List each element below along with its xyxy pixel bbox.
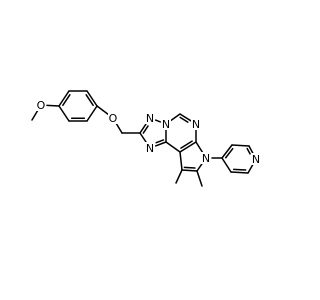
atom-label-bg-t_n3: [145, 142, 155, 154]
atom-label-bg-t_n2: [161, 118, 171, 130]
bond-t_n3-t_c2: [139, 132, 148, 144]
bond-ch_a-p_n-double: [179, 116, 189, 123]
bond-b1-b2: [58, 90, 70, 107]
bond-pyr_n-pyr_c8: [196, 162, 204, 172]
bond-pyr_c9-p_c9a: [179, 151, 183, 171]
bond-b3-b4: [86, 90, 98, 107]
bond-b4-b5: [86, 105, 98, 122]
atom-label-t_n3: N: [146, 142, 154, 155]
bond-py3-py_n-double: [246, 147, 251, 155]
bond-pyr_c8-me8: [196, 170, 203, 187]
atom-label-t_n1: N: [146, 112, 154, 125]
bond-t_c2-t_n1-double: [142, 125, 149, 134]
bond-b6-b1: [58, 105, 70, 122]
bond-ome_c-ome_o: [31, 109, 39, 121]
bond-pyr_c9-me9: [175, 169, 183, 184]
bond-b3-b4-double: [85, 94, 94, 107]
bond-p_c7a-pyr_n: [195, 141, 204, 154]
atom-label-eth_o: O: [109, 112, 118, 125]
bond-p_c9a-t_c3a: [165, 141, 181, 153]
bond-py1-py2-double: [224, 147, 234, 159]
bond-ch_a-p_n: [179, 113, 192, 122]
bond-pyr_c8-pyr_c9-double: [183, 166, 196, 169]
atom-label-ome_o: O: [37, 99, 46, 112]
bond-pyr_c8-pyr_c9: [181, 169, 198, 172]
bond-t_c3a-t_n3: [154, 141, 167, 147]
bond-p_c7a-p_c9a-double: [180, 140, 193, 149]
bond-p_c7a-p_c9a: [179, 141, 197, 153]
bond-eth_o-ch2: [115, 122, 123, 134]
bond-t_n2-ch_a: [170, 113, 181, 122]
bond-ome_o-b1: [46, 104, 60, 107]
bond-py1-py2: [221, 144, 233, 159]
bond-t_c3a-t_n3-double: [155, 139, 165, 144]
atom-label-t_n2: N: [162, 118, 170, 131]
bond-b1-b2-double: [62, 94, 71, 107]
bond-py_n-py5: [247, 163, 254, 174]
bond-b4-eth_o: [96, 105, 109, 116]
bond-t_n1-t_n2: [154, 119, 162, 123]
bond-t_c2-t_n1: [139, 122, 148, 134]
atom-label-py_n: N: [252, 153, 260, 166]
bond-py5-py6-double: [232, 168, 247, 171]
atom-label-pyr_n: N: [202, 152, 210, 165]
bond-layer: [31, 90, 254, 187]
atom-label-p_n: N: [192, 118, 200, 131]
atom-label-bg-eth_o: [108, 112, 118, 124]
atom-label-bg-p_n: [191, 118, 201, 130]
bond-py5-py6: [230, 171, 249, 174]
atom-label-bg-ome_o: [36, 99, 46, 111]
atom-label-bg-t_n1: [145, 112, 155, 124]
atom-label-bg-py_n: [251, 153, 261, 165]
atom-label-bg-pyr_n: [201, 152, 211, 164]
bond-py2-py3: [231, 144, 250, 147]
bond-py3-py_n: [248, 145, 254, 155]
bond-py6-py1: [221, 157, 232, 173]
